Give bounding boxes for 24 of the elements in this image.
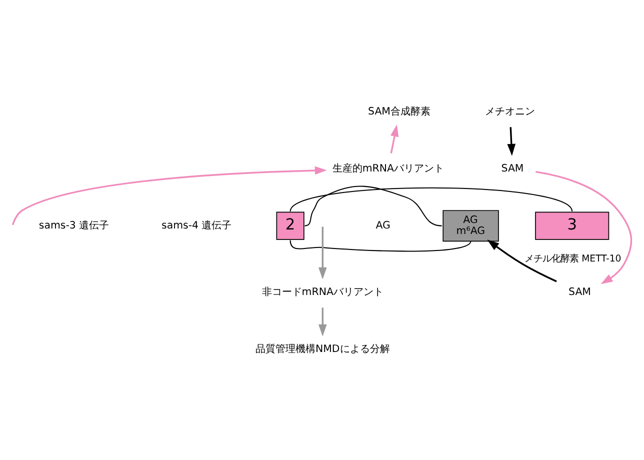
node-text: メチオニン bbox=[484, 106, 535, 117]
connector bbox=[290, 240, 472, 252]
label: AG bbox=[376, 220, 390, 231]
node-box: 2 bbox=[276, 211, 304, 240]
arrow bbox=[318, 226, 327, 279]
node-box: AG m⁶AG bbox=[442, 210, 499, 242]
node-text: SAM bbox=[568, 286, 591, 298]
arrow bbox=[536, 170, 632, 284]
label: sams-3 遺伝子 bbox=[38, 220, 110, 231]
node-text: 品質管理機構NMDによる分解 bbox=[255, 343, 390, 354]
connector bbox=[290, 186, 572, 212]
label: sams-4 遺伝子 bbox=[162, 220, 232, 231]
node-text: 非コードmRNAバリアント bbox=[262, 286, 384, 298]
edge-label: メチル化酵素 METT-10 bbox=[524, 252, 622, 264]
arrow bbox=[12, 166, 327, 225]
node-text: SAM bbox=[501, 162, 524, 174]
node-text: 生産的mRNAバリアント bbox=[332, 162, 444, 174]
arrow bbox=[487, 239, 557, 282]
arrow bbox=[318, 307, 327, 336]
connector bbox=[304, 185, 442, 226]
arrow bbox=[390, 124, 399, 153]
arrow bbox=[507, 126, 516, 156]
node-box: 3 bbox=[535, 211, 610, 240]
node-text: SAM合成酵素 bbox=[368, 106, 430, 117]
